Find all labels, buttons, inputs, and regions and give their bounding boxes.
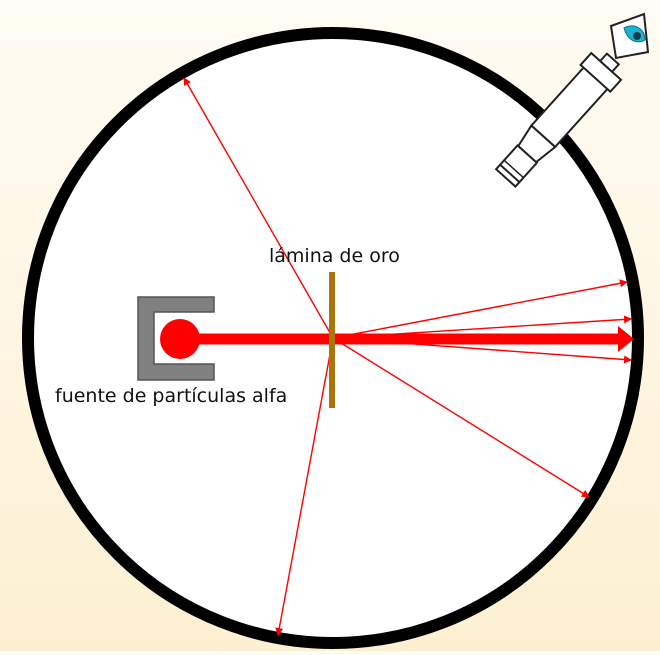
gold-foil (329, 272, 335, 408)
microscope-icon (494, 51, 623, 188)
source-label: fuente de partículas alfa (55, 385, 287, 407)
eye-pupil (633, 32, 641, 40)
source-housing (137, 296, 215, 381)
ray-up-15deg (332, 279, 628, 339)
ray-downward (275, 337, 334, 636)
ray-backscatter-top (183, 77, 334, 339)
foil-label: lámina de oro (269, 245, 400, 267)
microscope-objective (494, 143, 539, 188)
alpha-particle-source-ball (160, 319, 200, 359)
alpha-source (137, 296, 215, 381)
ray-down-large (332, 337, 590, 498)
transmitted-beam-arrowhead (618, 326, 634, 352)
microscope-eyepiece (598, 52, 621, 74)
eye-icon (609, 12, 650, 60)
